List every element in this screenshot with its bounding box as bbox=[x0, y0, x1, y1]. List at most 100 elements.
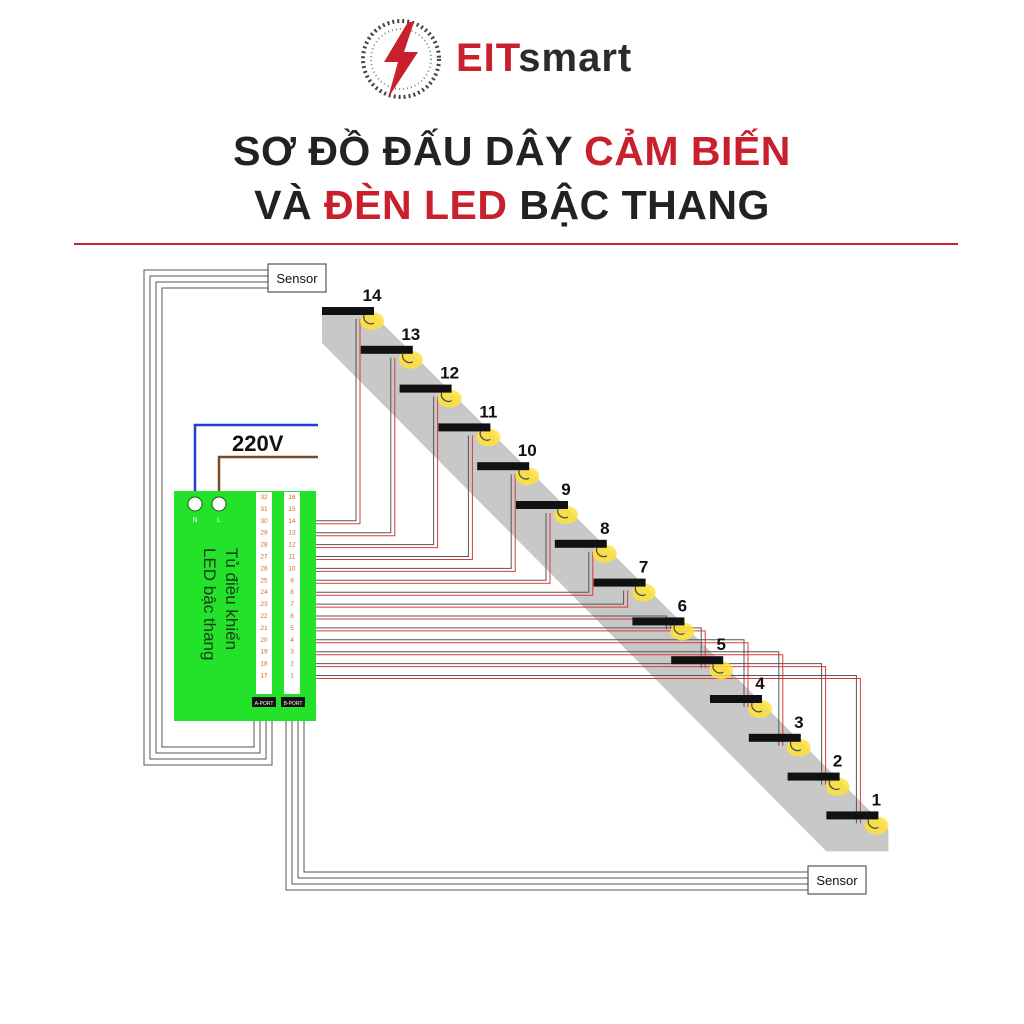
terminal-number-b: 11 bbox=[289, 554, 296, 561]
stair-step bbox=[826, 811, 879, 820]
led-glow bbox=[592, 544, 617, 563]
terminal-number-a: 18 bbox=[260, 661, 268, 668]
step-wire-dark bbox=[300, 639, 745, 707]
top-sensor-cable bbox=[149, 275, 268, 760]
lightning-bolt-circle-icon bbox=[361, 19, 441, 99]
sensor-top-box bbox=[267, 263, 327, 293]
led-glow bbox=[748, 700, 772, 718]
brand-name-part2: smart bbox=[518, 36, 633, 80]
step-number: 7 bbox=[639, 558, 648, 577]
terminal-number-a: 20 bbox=[260, 637, 268, 644]
led-fixture-icon bbox=[479, 431, 491, 441]
led-fixture-icon bbox=[867, 819, 879, 829]
sensor-bottom-label: Sensor bbox=[816, 873, 858, 888]
terminal-number-a: 22 bbox=[260, 613, 268, 620]
step-number: 14 bbox=[363, 286, 382, 305]
terminal-number-a: 25 bbox=[260, 577, 268, 584]
step-wire-dark bbox=[300, 651, 780, 746]
stair-step bbox=[554, 539, 607, 548]
led-glow bbox=[825, 777, 850, 796]
page-title-line-1: SƠ ĐỒ ĐẤU DÂY CẢM BIẾN bbox=[0, 128, 1024, 175]
led-fixture-icon bbox=[557, 508, 569, 519]
terminal-number-b: 10 bbox=[288, 565, 296, 572]
led-fixture-icon bbox=[363, 314, 375, 325]
sensor-bottom-box bbox=[807, 865, 867, 895]
step-wire-red bbox=[300, 678, 861, 824]
terminal-n bbox=[187, 496, 203, 512]
terminal-number-b: 5 bbox=[290, 625, 294, 632]
led-fixture-icon bbox=[712, 664, 724, 674]
step-wire-dark bbox=[300, 435, 469, 557]
led-fixture-icon bbox=[440, 392, 452, 402]
led-fixture-icon bbox=[401, 353, 414, 364]
terminal-number-a: 23 bbox=[260, 601, 268, 608]
step-wire-dark bbox=[300, 319, 357, 522]
step-number: 5 bbox=[716, 635, 725, 654]
port-b bbox=[281, 697, 305, 707]
step-wire-red bbox=[300, 357, 396, 537]
step-number: 9 bbox=[561, 480, 570, 499]
terminal-number-b: 16 bbox=[288, 494, 296, 501]
terminal-column-a bbox=[256, 492, 272, 694]
led-glow bbox=[786, 738, 811, 757]
terminal-number-a: 26 bbox=[260, 565, 268, 572]
terminal-number-a: 28 bbox=[260, 542, 268, 549]
step-wire-red bbox=[300, 666, 827, 785]
top-sensor-cable bbox=[155, 281, 268, 754]
terminal-number-a: 24 bbox=[260, 589, 268, 596]
step-wire-red bbox=[300, 435, 473, 560]
terminal-number-a: 17 bbox=[260, 673, 268, 680]
led-glow bbox=[864, 816, 889, 835]
step-wire-dark bbox=[300, 663, 823, 785]
terminal-number-b: 4 bbox=[290, 637, 294, 644]
step-wire-dark bbox=[300, 396, 435, 546]
led-glow bbox=[554, 506, 578, 524]
terminal-number-b: 3 bbox=[290, 649, 294, 656]
port-b-label: B-PORT bbox=[284, 701, 303, 707]
port-a bbox=[252, 697, 276, 707]
bottom-sensor-cable bbox=[291, 708, 808, 885]
terminal-number-a: 29 bbox=[260, 530, 268, 537]
step-wire-red bbox=[300, 551, 594, 596]
terminal-number-b: 6 bbox=[290, 613, 294, 620]
step-wire-red bbox=[300, 319, 361, 525]
step-number: 2 bbox=[833, 752, 842, 771]
step-number: 4 bbox=[755, 674, 765, 693]
terminal-number-b: 7 bbox=[290, 601, 294, 608]
terminal-number-b: 8 bbox=[290, 589, 294, 596]
led-glow bbox=[437, 389, 462, 408]
led-fixture-icon bbox=[828, 780, 840, 790]
terminal-number-b: 14 bbox=[288, 518, 296, 525]
led-glow bbox=[515, 467, 540, 486]
top-sensor-cable bbox=[143, 269, 273, 766]
step-wire-red bbox=[300, 630, 706, 669]
step-number: 10 bbox=[518, 441, 537, 460]
led-glow bbox=[360, 312, 384, 330]
led-glow bbox=[631, 583, 656, 602]
terminal-number-b: 12 bbox=[288, 542, 296, 549]
step-wire-dark bbox=[300, 590, 625, 605]
led-glow bbox=[476, 428, 501, 447]
step-wire-dark bbox=[300, 357, 392, 534]
controller-caption-line2: LED bậc thang bbox=[200, 548, 219, 660]
title-segment: BẬC THANG bbox=[507, 182, 770, 228]
step-wire-dark bbox=[300, 551, 590, 593]
terminal-number-a: 32 bbox=[260, 494, 268, 501]
terminal-n-label: N bbox=[192, 517, 197, 524]
top-sensor-cable bbox=[161, 287, 268, 748]
stair-step bbox=[438, 423, 491, 432]
step-wire-dark bbox=[300, 675, 857, 824]
stair-step bbox=[671, 656, 724, 665]
stair-step bbox=[360, 345, 413, 354]
stair-step bbox=[748, 733, 801, 742]
step-number: 11 bbox=[479, 402, 497, 421]
title-divider bbox=[74, 243, 958, 245]
stair-step bbox=[593, 578, 646, 587]
step-number: 6 bbox=[678, 596, 687, 615]
stair-step bbox=[322, 307, 374, 315]
voltage-label: 220V bbox=[232, 431, 284, 456]
terminal-number-a: 31 bbox=[260, 506, 268, 513]
led-glow bbox=[398, 350, 423, 369]
